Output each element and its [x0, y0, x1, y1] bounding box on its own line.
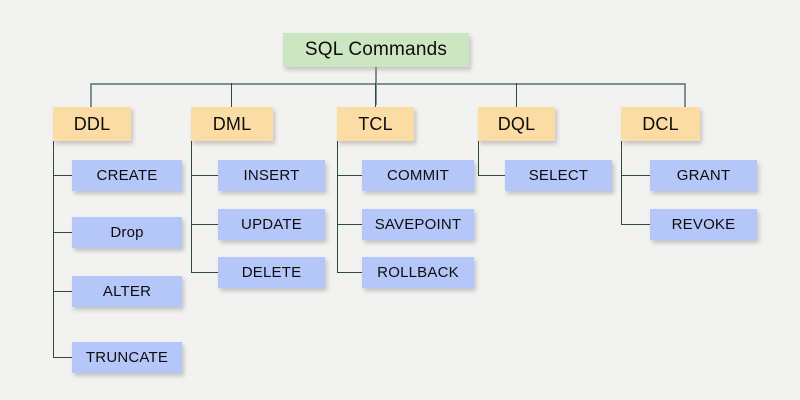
node-label-alter: ALTER — [102, 283, 152, 300]
node-grant[interactable]: GRANT — [650, 160, 757, 191]
node-label-update: UPDATE — [241, 216, 302, 233]
node-label-dql: DQL — [497, 113, 536, 134]
node-savepoint[interactable]: SAVEPOINT — [362, 209, 474, 240]
node-label-dcl: DCL — [642, 113, 679, 134]
connector-dml-spine — [191, 141, 192, 273]
connector-root-stem — [375, 67, 377, 105]
connector-bus-drop-dql — [516, 83, 517, 107]
node-truncate[interactable]: TRUNCATE — [72, 342, 182, 373]
connector-ddl-alter — [53, 291, 72, 292]
node-tcl[interactable]: TCL — [337, 107, 414, 141]
connector-tcl-savepoint — [337, 224, 362, 225]
node-ddl[interactable]: DDL — [53, 107, 131, 141]
connector-bus-drop-ddl — [90, 83, 92, 107]
node-label-drop: Drop — [110, 224, 144, 241]
node-drop[interactable]: Drop — [72, 217, 182, 248]
connector-dql-select — [478, 175, 505, 176]
node-label-select: SELECT — [528, 167, 589, 184]
node-label-truncate: TRUNCATE — [85, 349, 169, 366]
node-label-sql-commands: SQL Commands — [304, 39, 448, 60]
connector-root-bus — [90, 83, 685, 85]
node-label-rollback: ROLLBACK — [377, 264, 459, 281]
connector-dcl-spine — [621, 141, 622, 225]
node-label-savepoint: SAVEPOINT — [374, 216, 462, 233]
connector-dcl-revoke — [621, 224, 650, 225]
node-label-create: CREATE — [96, 167, 158, 184]
connector-tcl-spine — [337, 141, 338, 273]
node-select[interactable]: SELECT — [505, 160, 612, 191]
connector-dml-update — [191, 224, 218, 225]
connector-ddl-truncate — [53, 357, 72, 358]
node-dcl[interactable]: DCL — [621, 107, 700, 141]
connector-ddl-spine — [53, 141, 54, 357]
connector-dcl-grant — [621, 175, 650, 176]
node-label-insert: INSERT — [243, 167, 300, 184]
node-dml[interactable]: DML — [191, 107, 273, 141]
node-alter[interactable]: ALTER — [72, 276, 182, 307]
node-label-grant: GRANT — [676, 167, 731, 184]
node-label-dml: DML — [212, 113, 252, 134]
node-label-delete: DELETE — [241, 264, 302, 281]
node-label-revoke: REVOKE — [671, 216, 736, 233]
connector-dql-spine — [478, 141, 479, 176]
node-revoke[interactable]: REVOKE — [650, 209, 757, 240]
connector-tcl-commit — [337, 175, 362, 176]
node-insert[interactable]: INSERT — [218, 160, 325, 191]
node-label-commit: COMMIT — [386, 167, 450, 184]
node-create[interactable]: CREATE — [72, 160, 182, 191]
node-delete[interactable]: DELETE — [218, 257, 325, 288]
node-rollback[interactable]: ROLLBACK — [362, 257, 474, 288]
connector-dml-insert — [191, 175, 218, 176]
connector-bus-drop-tcl — [375, 83, 376, 107]
node-label-tcl: TCL — [358, 113, 393, 134]
connector-bus-drop-dcl — [684, 83, 686, 107]
node-label-ddl: DDL — [73, 113, 111, 134]
connector-bus-drop-dml — [231, 83, 232, 107]
connector-ddl-create — [53, 175, 72, 176]
node-update[interactable]: UPDATE — [218, 209, 325, 240]
node-commit[interactable]: COMMIT — [362, 160, 474, 191]
connector-ddl-drop — [53, 232, 72, 233]
connector-tcl-rollback — [337, 272, 362, 273]
node-dql[interactable]: DQL — [478, 107, 555, 141]
connector-dml-delete — [191, 272, 218, 273]
node-sql-commands[interactable]: SQL Commands — [283, 33, 469, 67]
